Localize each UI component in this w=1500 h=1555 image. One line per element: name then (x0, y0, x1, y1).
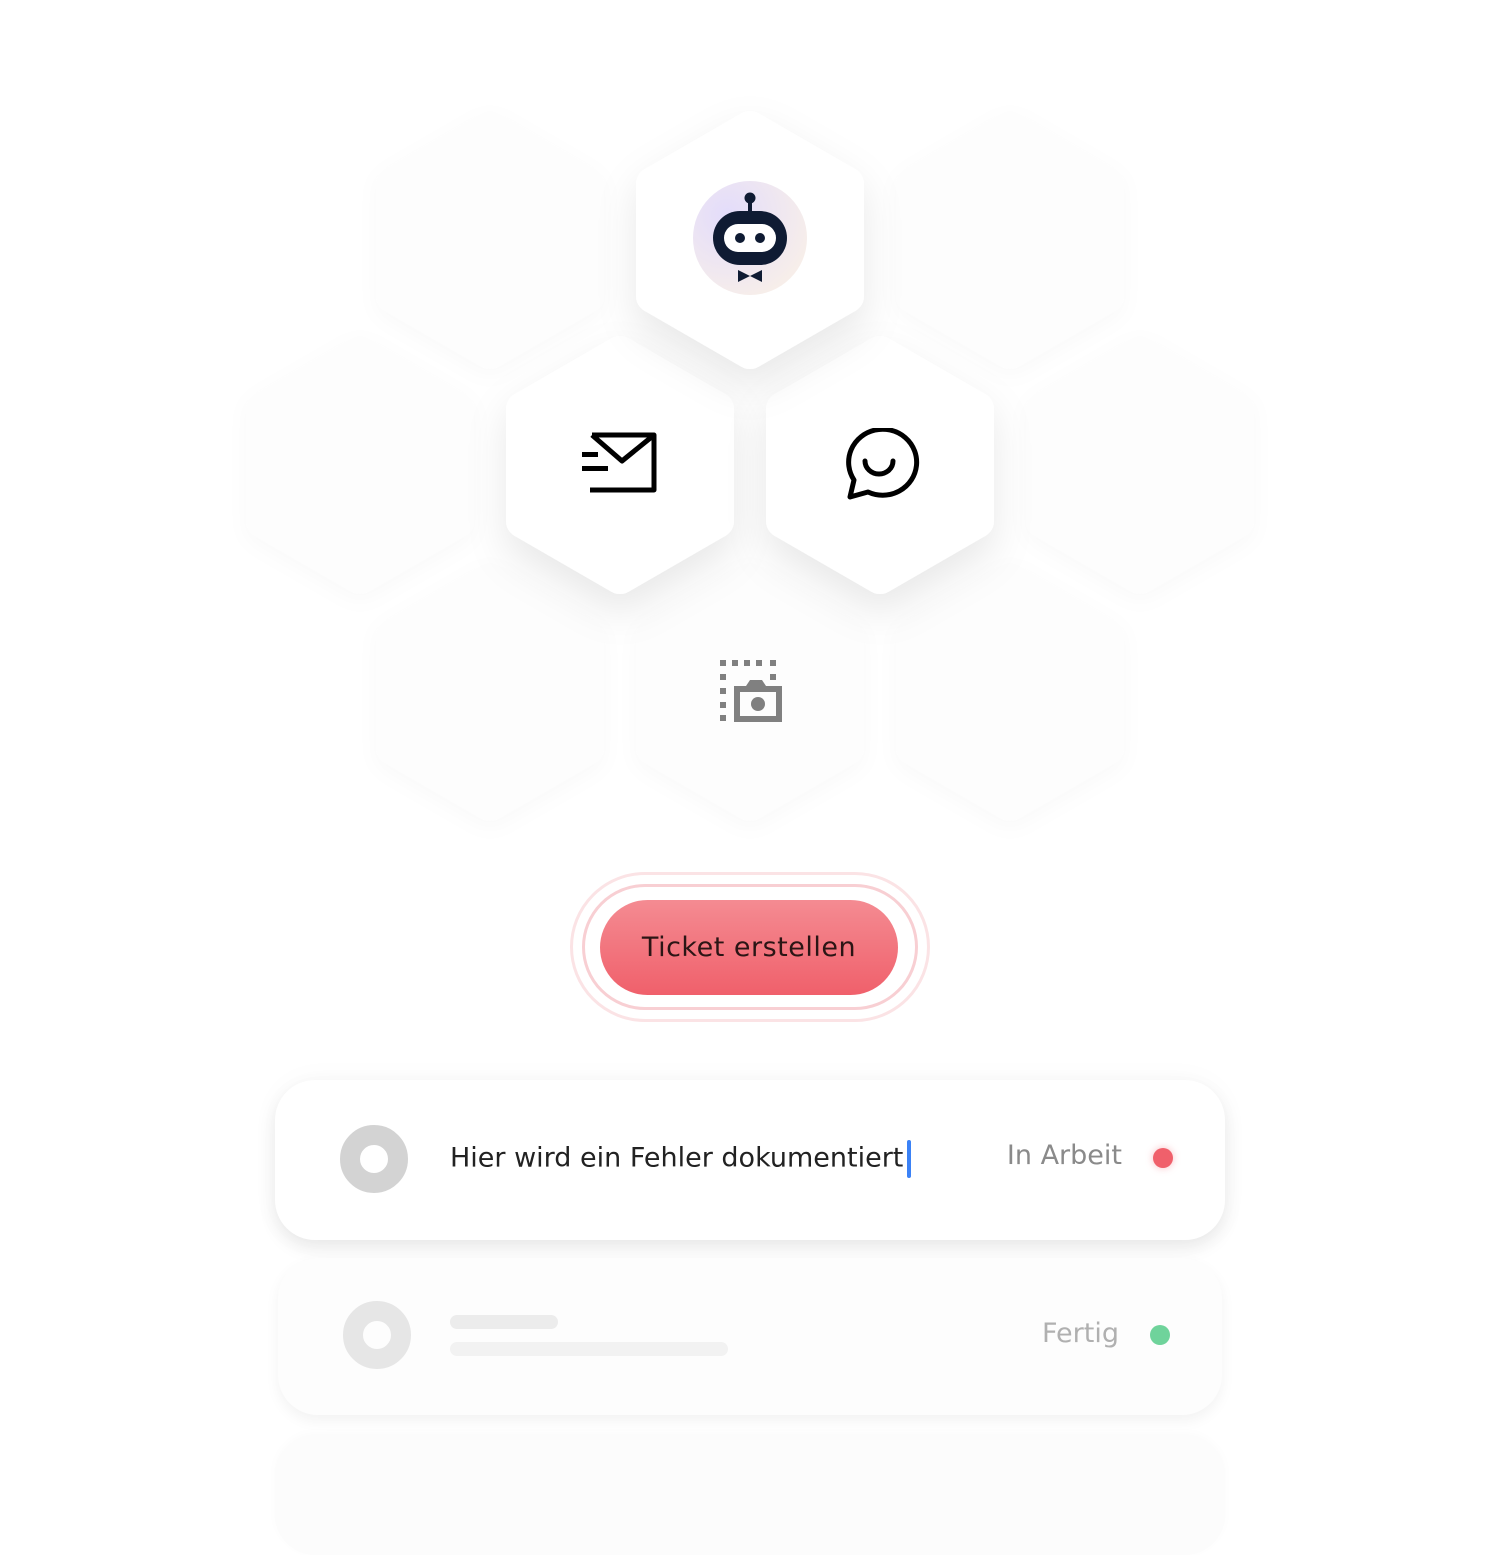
ticket-avatar (340, 1125, 408, 1193)
hex-chat[interactable] (766, 336, 994, 594)
hex-faint (376, 563, 604, 821)
hex-faint (896, 563, 1124, 821)
ticket-status: In Arbeit (1006, 1140, 1122, 1171)
text-cursor (907, 1140, 912, 1178)
hex-faint (896, 111, 1124, 369)
button-halo-inner (582, 884, 918, 1010)
email-send-icon[interactable] (580, 430, 660, 496)
status-dot-green (1150, 1325, 1170, 1345)
hex-faint (246, 336, 474, 594)
ticket-row[interactable]: Hier wird ein Fehler dokumentiert In Arb… (275, 1080, 1225, 1240)
ticket-row[interactable]: Fertig (278, 1258, 1222, 1415)
ticket-avatar (343, 1301, 411, 1369)
title-placeholder-line (450, 1315, 558, 1329)
chat-bubble-icon[interactable] (840, 428, 920, 504)
ticket-title-input[interactable]: Hier wird ein Fehler dokumentiert (450, 1140, 912, 1178)
channel-hex-grid (246, 111, 1254, 821)
create-ticket-button[interactable]: Ticket erstellen (600, 900, 898, 995)
status-dot-red (1153, 1148, 1173, 1168)
screenshot-camera-icon[interactable] (718, 658, 784, 724)
hex-faint (376, 111, 604, 369)
robot-icon[interactable] (690, 178, 810, 298)
hex-email[interactable] (506, 336, 734, 594)
ticket-button-group: Ticket erstellen (570, 872, 930, 1022)
ticket-row-faded (275, 1435, 1225, 1555)
button-halo-outer (570, 872, 930, 1022)
hex-faint (1026, 336, 1254, 594)
ticket-title: Hier wird ein Fehler dokumentiert (450, 1142, 904, 1174)
subtitle-placeholder-line (450, 1342, 728, 1356)
ticket-status: Fertig (1042, 1318, 1119, 1349)
